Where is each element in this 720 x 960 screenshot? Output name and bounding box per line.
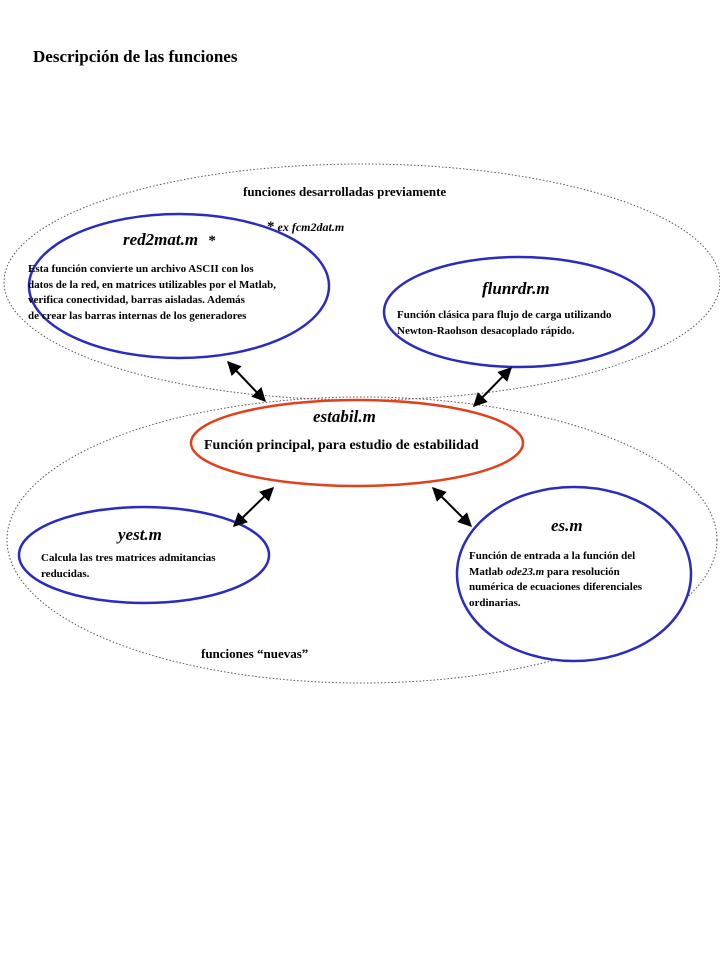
node-flunrdr-description: Función clásica para flujo de carga util… bbox=[397, 308, 612, 339]
note-star: * bbox=[267, 219, 275, 235]
node-red2mat-line: de crear las barras internas de los gene… bbox=[28, 309, 247, 322]
node-yest-name: yest.m bbox=[118, 525, 162, 544]
node-flunrdr-line: Newton-Raohson desacoplado rápido. bbox=[397, 324, 575, 337]
node-estabil-name: estabil.m bbox=[313, 407, 376, 426]
node-flunrdr-name: flunrdr.m bbox=[482, 279, 550, 298]
node-flunrdr-ellipse bbox=[382, 255, 656, 369]
node-yest-line: reducidas. bbox=[41, 567, 90, 580]
node-es-line: numérica de ecuaciones diferenciales bbox=[469, 581, 643, 593]
node-red2mat-line: Esta función convierte un archivo ASCII … bbox=[28, 263, 254, 275]
group-previous-label: funciones desarrolladas previamente bbox=[243, 184, 447, 199]
node-red2mat-title: red2mat.m * bbox=[123, 230, 216, 250]
arrow-estabil-es bbox=[432, 487, 472, 527]
note-text: ex fcm2dat.m bbox=[277, 220, 345, 234]
node-red2mat-star: * bbox=[208, 233, 216, 249]
group-previous-region bbox=[3, 163, 720, 401]
node-es-line: Función de entrada a la función del bbox=[469, 550, 636, 562]
group-new-label: funciones “nuevas” bbox=[201, 646, 309, 661]
node-es-line: Matlab ode23.m para resolución bbox=[469, 565, 642, 581]
node-es-line2-suffix: para resolución bbox=[544, 565, 620, 578]
node-red2mat-line: verifica conectividad, barras aisladas. … bbox=[28, 294, 245, 306]
node-red2mat-name: red2mat.m bbox=[123, 230, 199, 249]
arrow-red2mat-estabil bbox=[227, 360, 266, 403]
node-flunrdr-line: Función clásica para flujo de carga util… bbox=[397, 309, 612, 321]
node-es-name: es.m bbox=[551, 516, 583, 535]
node-estabil-ellipse bbox=[189, 398, 525, 488]
node-red2mat-ellipse bbox=[27, 212, 331, 360]
node-yest-line: Calcula las tres matrices admitancias bbox=[41, 552, 216, 564]
node-yest-ellipse bbox=[17, 505, 271, 605]
node-es-line: ordinarias. bbox=[469, 596, 521, 609]
node-yest-description: Calcula las tres matrices admitancias re… bbox=[41, 551, 216, 582]
group-new-region bbox=[6, 396, 718, 684]
node-estabil-description: Función principal, para estudio de estab… bbox=[204, 438, 479, 453]
node-es-ellipse bbox=[455, 485, 693, 663]
arrow-flunrdr-estabil bbox=[473, 366, 512, 408]
node-es-line2-prefix: Matlab bbox=[469, 565, 506, 578]
node-red2mat-description: Esta función convierte un archivo ASCII … bbox=[28, 262, 276, 324]
node-red2mat-line: datos de la red, en matrices utilizables… bbox=[28, 278, 276, 291]
rename-note: * ex fcm2dat.m bbox=[267, 219, 344, 236]
node-es-description: Función de entrada a la función del Matl… bbox=[469, 549, 642, 611]
page-title: Descripción de las funciones bbox=[33, 47, 238, 66]
node-es-line2-italic: ode23.m bbox=[505, 565, 545, 578]
arrow-estabil-yest bbox=[232, 487, 275, 527]
